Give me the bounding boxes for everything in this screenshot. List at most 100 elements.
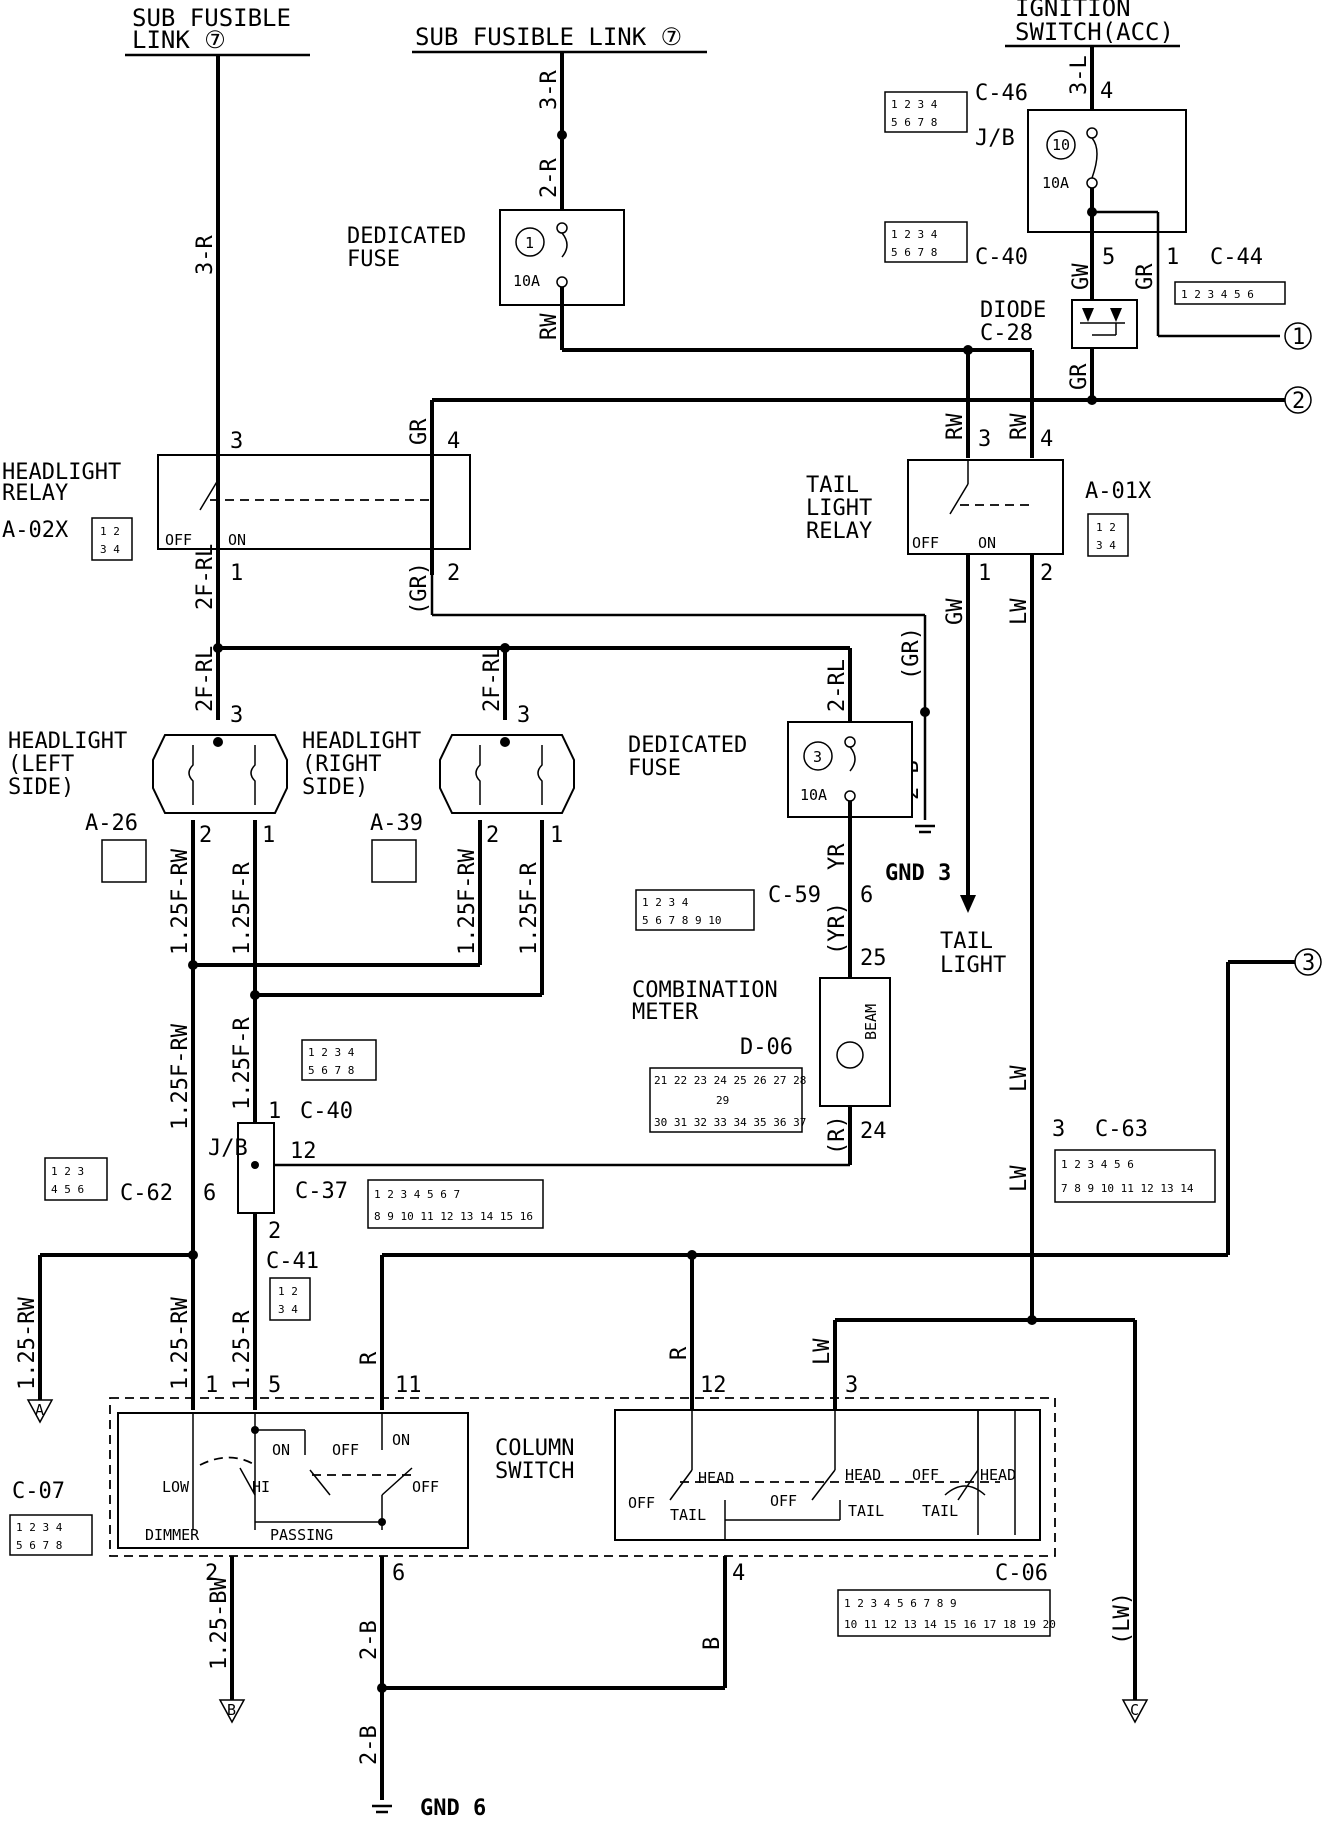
svg-text:1: 1 [268, 1099, 281, 1124]
headlight-relay-conn: A-02X [2, 518, 69, 543]
svg-text:1 2 3 4: 1 2 3 4 [891, 98, 938, 111]
tail-relay-line3: RELAY [806, 519, 872, 544]
svg-text:1 2 3 4: 1 2 3 4 [308, 1046, 355, 1059]
c62-connector: 1 2 3 4 5 6 [44, 1157, 108, 1201]
w-125bw: 1.25-BW [207, 1577, 232, 1670]
jb-top-box [1027, 109, 1187, 233]
jb-top-label: J/B [975, 126, 1015, 151]
fuse3-num: 3 [813, 748, 822, 766]
svg-text:OFF: OFF [165, 531, 192, 549]
hi-label: HI [252, 1478, 270, 1496]
column-switch-right-box [614, 1409, 1041, 1541]
w-rw-b: RW [1007, 413, 1032, 440]
sfl-center-label: SUB FUSIBLE LINK ⑦ [415, 23, 682, 51]
svg-text:2: 2 [447, 561, 460, 586]
w-r-b: R [667, 1346, 692, 1360]
svg-text:24: 24 [860, 1119, 887, 1144]
w-yr-paren: (YR) [825, 902, 850, 955]
svg-text:3 4: 3 4 [278, 1303, 298, 1316]
column-switch-line2: SWITCH [495, 1459, 574, 1484]
svg-text:4: 4 [1100, 79, 1113, 104]
svg-text:3: 3 [845, 1373, 858, 1398]
w-2frl-c: 2F-RL [193, 646, 218, 712]
hl-left-line1: HEADLIGHT [8, 729, 127, 754]
marker-b [218, 1699, 246, 1724]
svg-text:5 6 7 8: 5 6 7 8 [891, 116, 937, 129]
svg-text:OFF: OFF [912, 534, 939, 552]
w-2b-b: 2-B [357, 1725, 382, 1765]
svg-text:1 2 3 4 5 6 7 8 9: 1 2 3 4 5 6 7 8 9 [844, 1597, 957, 1610]
gnd3-label: GND 3 [885, 861, 951, 886]
c40b-connector: 1 2 3 4 5 6 7 8 [301, 1039, 377, 1081]
svg-text:1: 1 [978, 561, 991, 586]
w-3r-a: 3-R [193, 235, 218, 275]
column-switch-line1: COLUMN [495, 1436, 574, 1461]
c06-connector: 1 2 3 4 5 6 7 8 9 10 11 12 13 14 15 16 1… [837, 1589, 1056, 1637]
gnd6-label: GND 6 [420, 1796, 486, 1821]
svg-text:1 2 3: 1 2 3 [51, 1165, 84, 1178]
svg-text:HEAD: HEAD [698, 1469, 734, 1487]
svg-text:11: 11 [395, 1373, 422, 1398]
w-125fr-b: 1.25F-R [517, 862, 542, 955]
svg-text:5: 5 [268, 1373, 281, 1398]
w-gr-paren-a: (GR) [407, 562, 432, 615]
c07-connector: 1 2 3 4 5 6 7 8 [9, 1514, 93, 1556]
w-b: B [700, 1637, 725, 1650]
svg-text:1 2 3 4 5 6 7: 1 2 3 4 5 6 7 [374, 1188, 460, 1201]
w-2rl: 2-RL [825, 659, 850, 712]
svg-text:2: 2 [268, 1219, 281, 1244]
marker-c [1121, 1699, 1149, 1724]
dedicated-fuse-1-line1: DEDICATED [347, 224, 466, 249]
marker-a [26, 1399, 54, 1424]
hl-right-line2: (RIGHT [302, 752, 381, 777]
w-gw-b: GW [943, 598, 968, 625]
svg-text:1: 1 [1166, 245, 1179, 270]
fuse10-num: 10 [1052, 136, 1070, 154]
marker-2 [1284, 386, 1312, 414]
w-125r: 1.25-R [230, 1310, 255, 1390]
c37-connector: 1 2 3 4 5 6 7 8 9 10 11 12 13 14 15 16 [367, 1179, 544, 1229]
combination-meter-line1: COMBINATION [632, 978, 778, 1003]
svg-text:2: 2 [205, 1561, 218, 1586]
w-lw-d: LW [810, 1338, 835, 1365]
c62-label: C-62 [120, 1181, 173, 1206]
svg-text:2: 2 [1040, 561, 1053, 586]
svg-text:1: 1 [205, 1373, 218, 1398]
fuse3-amp: 10A [800, 786, 827, 804]
svg-text:8 9 10 11 12 13 14 15 16: 8 9 10 11 12 13 14 15 16 [374, 1210, 533, 1223]
w-r-paren: (R) [825, 1115, 850, 1155]
w-125rw-a: 1.25-RW [15, 1297, 40, 1390]
w-yr: YR [825, 843, 850, 870]
w-gr-paren-b: (GR) [899, 627, 924, 680]
svg-text:2: 2 [1292, 389, 1305, 414]
svg-text:1: 1 [230, 561, 243, 586]
w-125frw-b: 1.25F-RW [455, 848, 480, 955]
marker-1 [1284, 322, 1312, 350]
hl-right-line3: SIDE) [302, 775, 368, 800]
svg-text:6: 6 [860, 883, 873, 908]
svg-text:3: 3 [230, 429, 243, 454]
ign-line2: SWITCH(ACC) [1015, 18, 1174, 46]
w-2frl-b: 2F-RL [480, 646, 505, 712]
svg-text:29: 29 [716, 1094, 729, 1107]
svg-text:OFF: OFF [628, 1494, 655, 1512]
svg-text:6: 6 [392, 1561, 405, 1586]
svg-text:3: 3 [978, 427, 991, 452]
low-label: LOW [162, 1478, 190, 1496]
c41-label: C-41 [266, 1249, 319, 1274]
sfl-left-line2: LINK ⑦ [132, 26, 226, 54]
source-sub-fusible-link-center: SUB FUSIBLE LINK ⑦ [412, 23, 707, 54]
svg-text:A: A [35, 1401, 44, 1419]
c44-connector: 1 2 3 4 5 6 [1174, 281, 1286, 305]
svg-text:1 2 3 4 5 6: 1 2 3 4 5 6 [1181, 288, 1254, 301]
diode-label: DIODE [980, 298, 1046, 323]
svg-text:3: 3 [517, 703, 530, 728]
svg-text:5: 5 [1102, 245, 1115, 270]
svg-text:ON: ON [228, 531, 246, 549]
svg-text:TAIL: TAIL [670, 1506, 706, 1524]
svg-text:3 4: 3 4 [1096, 539, 1116, 552]
svg-text:3: 3 [1052, 1117, 1065, 1142]
svg-text:1: 1 [262, 823, 275, 848]
svg-text:HEAD: HEAD [980, 1466, 1016, 1484]
svg-text:5 6 7 8: 5 6 7 8 [308, 1064, 354, 1077]
